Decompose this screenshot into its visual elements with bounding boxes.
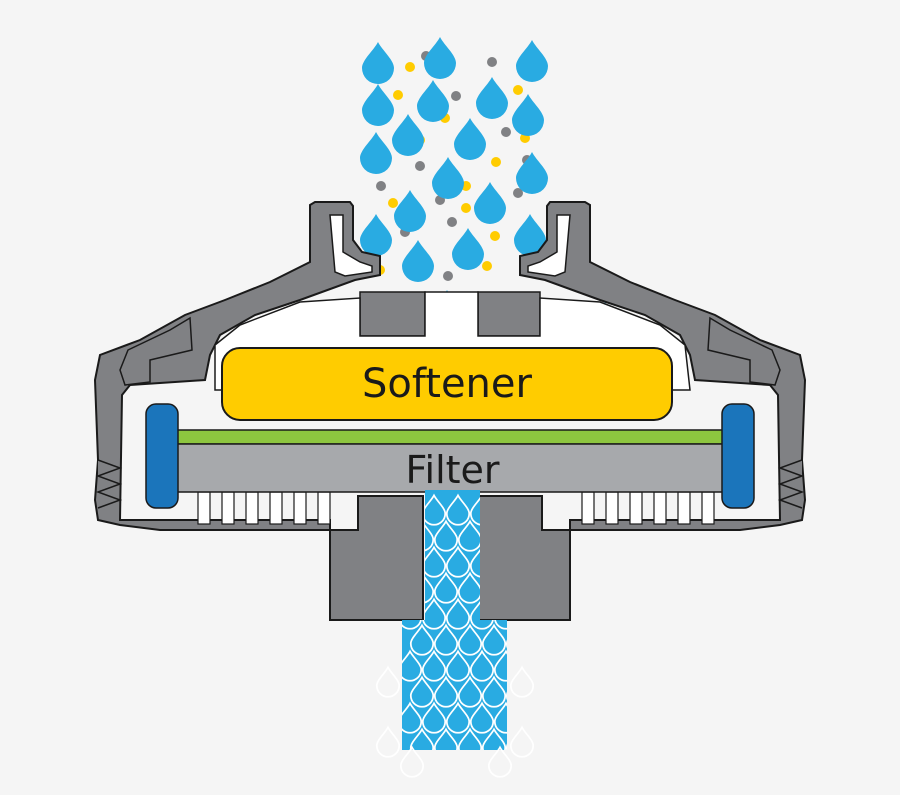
clean-water-drop-icon	[509, 726, 535, 758]
impurity-particle-icon	[513, 85, 523, 95]
water-drop-icon	[392, 114, 424, 156]
support-rib	[245, 491, 259, 525]
filter-support-ribs	[197, 491, 715, 525]
impurity-particle-icon	[501, 127, 511, 137]
water-drop-icon	[360, 132, 392, 174]
gasket-right	[721, 403, 755, 509]
support-rib	[653, 491, 667, 525]
clean-water-drop-icon	[375, 666, 401, 698]
water-drop-icon	[452, 228, 484, 270]
impurity-particle-icon	[482, 261, 492, 271]
clean-water-drop-icon	[505, 676, 507, 708]
water-drop-icon	[516, 152, 548, 194]
impurity-particle-icon	[490, 231, 500, 241]
filter-membrane	[174, 443, 726, 493]
impurity-particle-icon	[513, 188, 523, 198]
support-rib	[269, 491, 283, 525]
filter-label: Filter	[405, 448, 500, 492]
support-rib	[629, 491, 643, 525]
impurity-particle-icon	[415, 161, 425, 171]
clean-water-drop-icon	[509, 666, 535, 698]
threads	[95, 459, 805, 509]
water-drop-icon	[362, 84, 394, 126]
impurity-particle-icon	[487, 57, 497, 67]
impurity-particle-icon	[461, 203, 471, 213]
right-inlet-collar	[477, 291, 541, 337]
water-drop-icon	[474, 182, 506, 224]
housing-body-left	[93, 201, 424, 621]
water-drop-icon	[512, 94, 544, 136]
clean-water-drop-icon	[399, 746, 425, 778]
right-cap-inner	[527, 214, 571, 277]
softener-label: Softener	[362, 361, 532, 407]
clean-water-drop-icon	[375, 726, 401, 758]
filter-mesh	[174, 429, 726, 445]
water-drop-icon	[402, 240, 434, 282]
support-rib	[221, 491, 235, 525]
support-rib	[701, 491, 715, 525]
gasket-left	[145, 403, 179, 509]
water-drop-icon	[476, 77, 508, 119]
impurity-particle-icon	[447, 217, 457, 227]
softener-cartridge	[221, 347, 673, 421]
support-rib	[677, 491, 691, 525]
water-drop-icon	[516, 40, 548, 82]
impurity-particle-icon	[405, 62, 415, 72]
clean-water-drop-icon	[487, 746, 513, 778]
water-drop-icon	[432, 157, 464, 199]
impurity-particle-icon	[443, 271, 453, 281]
clean-water-drop-icon	[505, 624, 507, 656]
left-clamp	[119, 316, 193, 386]
impurity-particle-icon	[451, 91, 461, 101]
support-rib	[293, 491, 307, 525]
water-drop-icon	[424, 37, 456, 79]
water-drop-icon	[360, 214, 392, 256]
support-rib	[317, 491, 331, 525]
left-cap-inner	[329, 214, 373, 277]
support-rib	[605, 491, 619, 525]
water-drop-icon	[454, 118, 486, 160]
clean-water-outlet	[375, 490, 535, 778]
housing-left	[93, 201, 426, 621]
impurity-particle-icon	[491, 157, 501, 167]
impurity-particle-icon	[376, 181, 386, 191]
support-rib	[581, 491, 595, 525]
water-drop-icon	[417, 80, 449, 122]
left-inlet-collar	[359, 291, 426, 337]
right-clamp	[707, 316, 781, 386]
water-drop-icon	[394, 190, 426, 232]
housing-right	[476, 201, 807, 621]
impurity-particle-icon	[388, 198, 398, 208]
water-drop-icon	[362, 42, 394, 84]
support-rib	[197, 491, 211, 525]
impurity-particle-icon	[393, 90, 403, 100]
housing-body-right	[476, 201, 807, 621]
